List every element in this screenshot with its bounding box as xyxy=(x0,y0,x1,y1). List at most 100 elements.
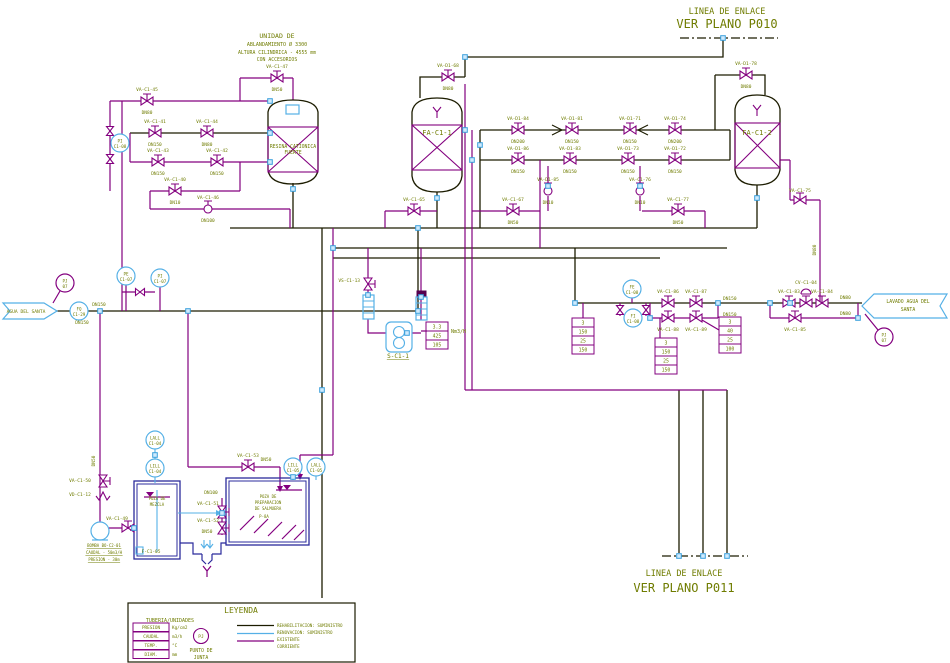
grip-handle[interactable] xyxy=(267,130,273,136)
grip-handle[interactable] xyxy=(715,300,721,306)
grip-handle[interactable] xyxy=(152,452,158,458)
grip-handle[interactable] xyxy=(415,308,421,314)
valve-VA-C1-86[interactable]: VA-C1-86 xyxy=(657,289,679,309)
grip-handle[interactable] xyxy=(290,474,296,480)
valve-untagged[interactable] xyxy=(95,490,111,502)
vessel-fa-c1-1[interactable] xyxy=(411,97,463,193)
poza-de-salmuera[interactable] xyxy=(225,477,310,546)
grip-handle[interactable] xyxy=(767,300,773,306)
vessel-fa-c1-2[interactable] xyxy=(734,94,781,186)
valve-untagged[interactable] xyxy=(362,277,376,291)
grip-handle[interactable] xyxy=(290,186,296,192)
grip-handle[interactable] xyxy=(330,245,336,251)
valve-untagged[interactable] xyxy=(134,287,146,297)
grip-handle[interactable] xyxy=(724,553,730,559)
grip-handle[interactable] xyxy=(647,315,653,321)
valve-CV-C1-04[interactable]: CV-C1-04 xyxy=(795,280,817,309)
grip-handle[interactable] xyxy=(572,300,578,306)
grip-handle[interactable] xyxy=(700,553,706,559)
grip-handle[interactable] xyxy=(404,330,410,336)
valve-VA-C1-65[interactable]: VA-C1-65 xyxy=(403,197,425,217)
valve-VA-C1-84[interactable]: VA-C1-84 xyxy=(811,289,833,309)
grip-handle[interactable] xyxy=(676,553,682,559)
valve-untagged[interactable] xyxy=(615,304,625,316)
grip-handle[interactable] xyxy=(720,35,726,41)
grip-handle[interactable] xyxy=(418,294,424,300)
rotameter-1[interactable] xyxy=(362,294,375,320)
grip-handle[interactable] xyxy=(97,308,103,314)
grip-handle[interactable] xyxy=(365,292,371,298)
blower-s-c1-1[interactable] xyxy=(385,321,413,353)
grip-handle[interactable] xyxy=(185,308,191,314)
grip-handle[interactable] xyxy=(267,98,273,104)
pump-bo-c2-01[interactable] xyxy=(90,521,110,541)
poza-de-mezcla[interactable] xyxy=(133,480,181,560)
check-valve-icon[interactable] xyxy=(551,124,649,136)
valve-VA-C1-87[interactable]: VA-C1-87 xyxy=(685,289,707,309)
grip-handle[interactable] xyxy=(469,157,475,163)
valve-untagged[interactable] xyxy=(97,474,111,488)
valve-untagged[interactable] xyxy=(121,520,135,534)
valve-VA-C1-53[interactable]: VA-C1-53 xyxy=(237,453,259,473)
grip-handle[interactable] xyxy=(319,387,325,393)
grip-handle[interactable] xyxy=(462,54,468,60)
sump-f-c1-05[interactable] xyxy=(135,546,144,555)
grip-handle[interactable] xyxy=(787,300,793,306)
vessel-softener[interactable] xyxy=(267,99,319,185)
valve-untagged[interactable] xyxy=(105,125,115,137)
grip-handle[interactable] xyxy=(219,510,225,516)
grip-handle[interactable] xyxy=(754,195,760,201)
valve-untagged[interactable] xyxy=(216,521,230,535)
grip-handle[interactable] xyxy=(855,315,861,321)
grip-handle[interactable] xyxy=(415,225,421,231)
grip-handle[interactable] xyxy=(637,183,643,189)
valve-VA-C1-89[interactable]: VA-C1-89 xyxy=(685,310,707,333)
valve-VA-C1-85[interactable]: VA-C1-85 xyxy=(784,310,806,333)
grip-handle[interactable] xyxy=(462,127,468,133)
valve-untagged[interactable] xyxy=(105,153,115,165)
valve-untagged[interactable] xyxy=(793,192,807,206)
grip-handle[interactable] xyxy=(131,525,137,531)
grip-handle[interactable] xyxy=(477,142,483,148)
grip-handle[interactable] xyxy=(434,195,440,201)
valve-untagged[interactable] xyxy=(641,304,651,316)
flag-agua-del-santa[interactable]: AGUA DEL SANTA xyxy=(1,302,59,320)
grip-handle[interactable] xyxy=(545,183,551,189)
grip-handle[interactable] xyxy=(267,159,273,165)
valve-VA-C1-88[interactable]: VA-C1-88 xyxy=(657,310,679,333)
